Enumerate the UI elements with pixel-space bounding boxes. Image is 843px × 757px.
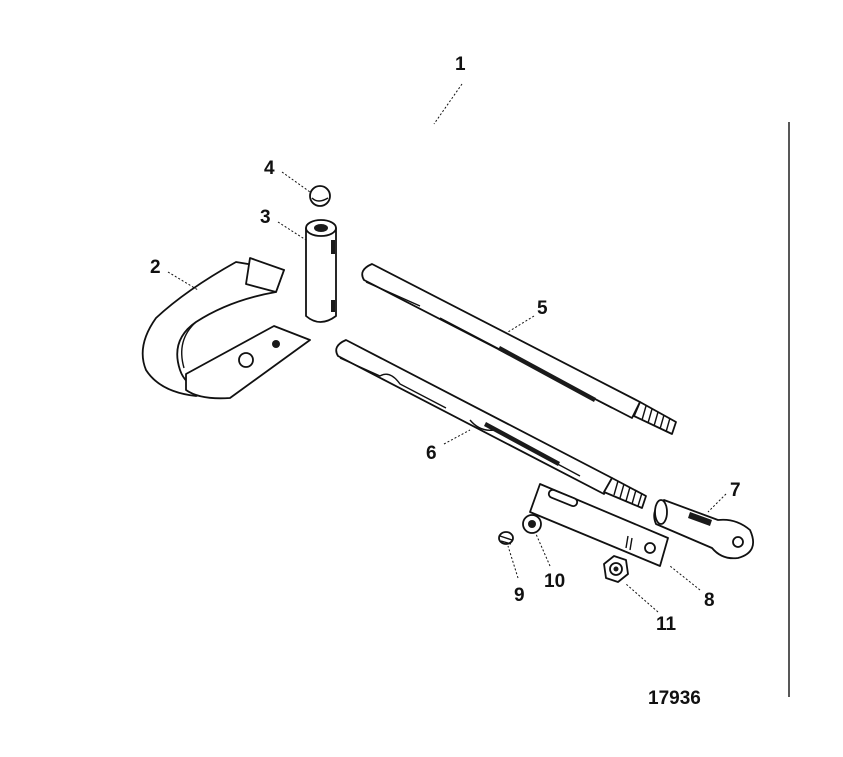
leader-1 xyxy=(433,83,463,125)
leader-5 xyxy=(507,315,535,333)
part-3-sleeve xyxy=(305,219,337,323)
part-10-lock-washer xyxy=(522,514,542,534)
callout-11: 11 xyxy=(656,614,677,635)
callout-4: 4 xyxy=(264,158,275,179)
callout-7: 7 xyxy=(730,480,741,501)
leader-6 xyxy=(443,429,471,445)
leader-7 xyxy=(707,493,727,513)
part-6-threaded-rod xyxy=(335,339,647,509)
leader-lines xyxy=(167,83,727,613)
callout-1: 1 xyxy=(455,54,466,75)
callout-9: 9 xyxy=(514,585,525,606)
part-5-threaded-rod xyxy=(361,263,677,435)
part-8-link-plate xyxy=(529,483,669,567)
part-2-strap-bracket xyxy=(141,257,311,400)
part-7-rod-end xyxy=(653,499,754,560)
callout-5: 5 xyxy=(537,298,548,319)
leader-10 xyxy=(535,533,551,567)
callout-3: 3 xyxy=(260,207,271,228)
callout-6: 6 xyxy=(426,443,437,464)
callout-10: 10 xyxy=(544,571,565,592)
leader-11 xyxy=(625,583,659,613)
part-11-hex-nut xyxy=(603,555,629,583)
callout-8: 8 xyxy=(704,590,715,611)
figure-number: 17936 xyxy=(648,688,701,709)
part-4-ball xyxy=(309,185,331,207)
leader-4 xyxy=(281,171,311,193)
leader-8 xyxy=(669,565,701,591)
callout-2: 2 xyxy=(150,257,161,278)
leader-2 xyxy=(167,271,199,291)
leader-9 xyxy=(507,545,519,579)
part-9-screw xyxy=(498,531,514,545)
callout-labels: 1 2 3 4 5 6 7 8 9 10 11 xyxy=(150,54,741,635)
leader-3 xyxy=(277,221,307,241)
